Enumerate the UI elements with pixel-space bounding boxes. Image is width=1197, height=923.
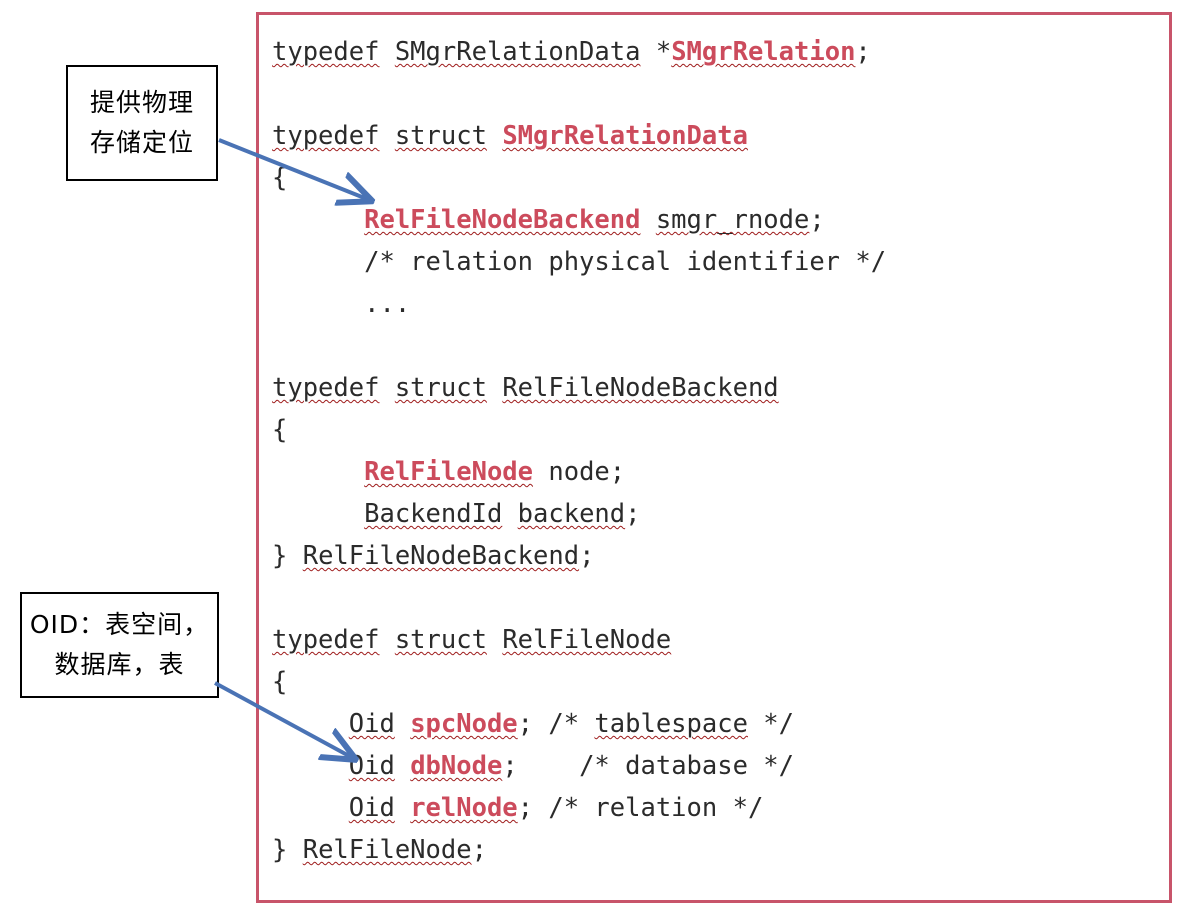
callout-physical-line-2: 存储定位 [89,128,194,157]
code-token [379,37,394,67]
code-token [379,625,394,655]
code-token: { [272,667,288,697]
line-typedef-struct-smgrrelationdata: typedef struct SMgrRelationData [272,115,1165,157]
line-blank-2 [272,325,1165,367]
code-token: struct [394,373,487,403]
code-token [640,205,655,235]
line-oid-dbnode: Oid dbNode; /* database */ [272,745,1165,787]
code-token: SMgrRelationData [502,121,748,151]
code-token: ; /* [517,709,595,739]
code-token: tablespace [594,709,748,739]
code-token: RelFileNode [364,457,534,487]
code-token: */ [747,709,795,739]
code-token [487,373,502,403]
code-token: typedef [272,373,380,403]
line-oid-relnode: Oid relNode; /* relation */ [272,787,1165,829]
callout-oid: OID：表空间， 数据库，表 [20,592,219,698]
code-token: ; [471,835,487,865]
code-token: typedef [272,37,380,67]
line-blank-3 [272,577,1165,619]
code-panel: typedef SMgrRelationData *SMgrRelation ; … [256,12,1172,903]
code-token: spcNode [410,709,518,739]
callout-oid-line-2: 数据库，表 [54,650,185,679]
code-token: * [640,37,672,67]
code-token [487,121,502,151]
line-relfilenodebackend-field: RelFileNodeBackend smgr_rnode; [272,199,1165,241]
code-token [272,709,349,739]
line-ellipsis: ... [272,283,1165,325]
line-open-brace-3: { [272,661,1165,703]
line-typedef-struct-relfilenode: typedef struct RelFileNode [272,619,1165,661]
code-token: } [272,835,303,865]
line-oid-spcnode: Oid spcNode; /* tablespace */ [272,703,1165,745]
code-token: } [272,541,303,571]
callout-oid-line-1: OID：表空间， [29,610,210,639]
line-backendid-backend: BackendId backend; [272,493,1165,535]
code-token: ; [855,37,871,67]
code-token: { [272,163,288,193]
callout-physical-storage: 提供物理 存储定位 [66,65,218,181]
line-open-brace-2: { [272,409,1165,451]
code-token: RelFileNode [302,835,472,865]
code-token [272,205,364,235]
code-token: RelFileNodeBackend [302,541,580,571]
code-token: ; /* relation */ [517,793,764,823]
code-token: typedef [272,121,380,151]
code-token [379,373,394,403]
line-open-brace-1: { [272,157,1165,199]
code-token: ; /* database */ [502,751,795,781]
code-token: Oid [348,751,395,781]
code-token [487,625,502,655]
code-token [502,499,517,529]
code-token: RelFileNodeBackend [364,205,641,235]
line-close-relfilenodebackend: } RelFileNodeBackend; [272,535,1165,577]
code-token: Oid [348,793,395,823]
code-token: backend [517,499,626,529]
code-token [272,499,364,529]
code-token: ; [809,205,825,235]
code-token: BackendId [364,499,503,529]
code-token [395,793,410,823]
code-listing: typedef SMgrRelationData *SMgrRelation ; … [272,31,1165,871]
line-close-relfilenode: } RelFileNode; [272,829,1165,871]
code-token: Oid [348,709,395,739]
code-token: SMgrRelation [671,37,856,67]
code-token: ... [272,289,411,319]
code-token [379,121,394,151]
code-token: smgr_rnode [655,205,810,235]
line-typedef-smgrrelation: typedef SMgrRelationData *SMgrRelation; [272,31,1165,73]
code-token: struct [394,121,487,151]
code-token: /* relation physical identifier */ [272,247,887,277]
code-token [272,751,349,781]
code-token [395,751,410,781]
code-token: SMgrRelationData [394,37,641,67]
code-token: { [272,415,288,445]
line-blank-1 [272,73,1165,115]
code-token: node; [533,457,626,487]
code-token: relNode [410,793,518,823]
code-token: typedef [272,625,380,655]
line-typedef-struct-relfilenodebackend: typedef struct RelFileNodeBackend [272,367,1165,409]
code-token: RelFileNodeBackend [502,373,779,403]
code-token: struct [394,625,487,655]
code-token: ; [579,541,595,571]
code-token: RelFileNode [502,625,672,655]
code-token [395,709,410,739]
code-token: ; [625,499,641,529]
line-relfilenode-node: RelFileNode node; [272,451,1165,493]
code-token: dbNode [410,751,503,781]
callout-physical-line-1: 提供物理 [89,88,194,117]
code-token [272,793,349,823]
line-comment-relation-physical-identifier: /* relation physical identifier */ [272,241,1165,283]
code-token [272,457,364,487]
